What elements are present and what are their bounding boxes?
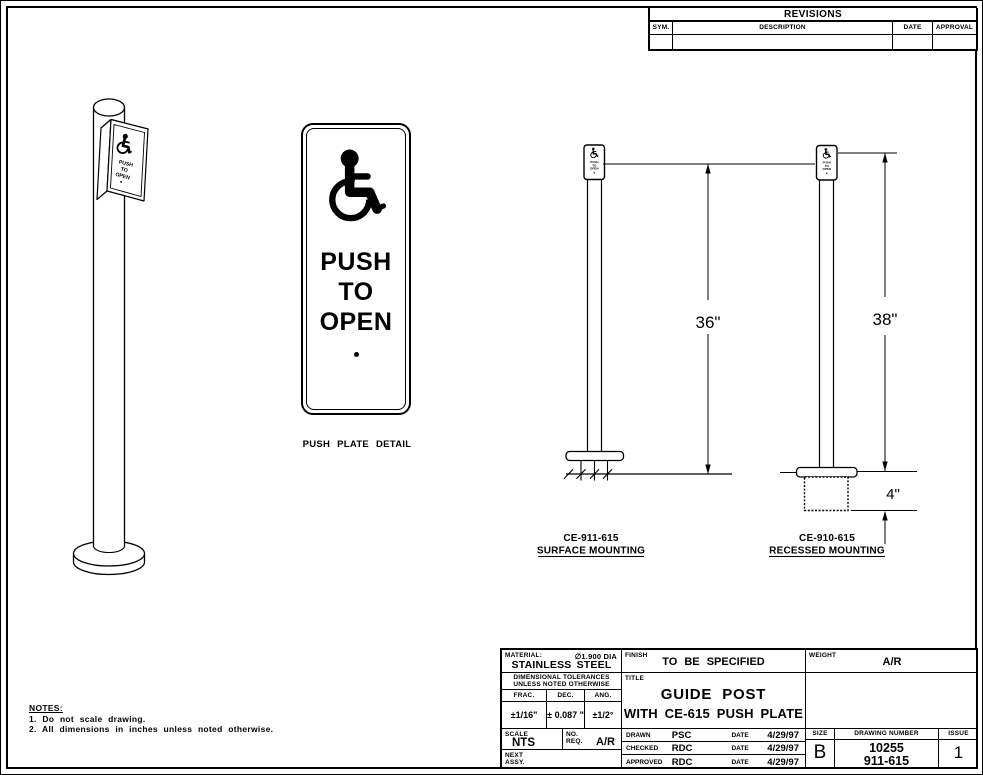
dimension-36: 36" bbox=[603, 163, 815, 474]
finish-cell: FINISH TO BE SPECIFIED bbox=[622, 650, 806, 673]
weight-cell: WEIGHT A/R bbox=[806, 650, 978, 673]
dec-header: DEC. bbox=[547, 690, 585, 702]
wheelchair-accessibility-icon bbox=[324, 149, 388, 225]
material-diameter: ∅1.900 DIA bbox=[574, 652, 617, 661]
revisions-col-sym: SYM. bbox=[650, 22, 673, 34]
note-item: 1. Do not scale drawing. bbox=[29, 714, 146, 724]
surface-base-flange bbox=[565, 450, 625, 462]
drawing-number-header: DRAWING NUMBER bbox=[835, 729, 939, 740]
sheet-border-frame bbox=[6, 6, 977, 769]
dimension-4: 4" bbox=[882, 486, 900, 544]
no-req-cell: NO. REQ. A/R bbox=[563, 729, 622, 750]
drawn-row: DRAWN PSC DATE 4/29/97 bbox=[622, 729, 806, 742]
plate-button-dot bbox=[353, 352, 359, 357]
frac-header: FRAC. bbox=[502, 690, 547, 702]
recessed-sleeve bbox=[803, 476, 849, 512]
svg-text:OPEN: OPEN bbox=[823, 167, 832, 171]
ang-header: ANG. bbox=[585, 690, 622, 702]
mounting-elevations: PUSH TO OPEN 36" PUSH TO OPEN bbox=[537, 144, 917, 558]
weight-value: A/R bbox=[882, 656, 902, 668]
notes-block: NOTES: 1. Do not scale drawing. 2. All d… bbox=[29, 703, 273, 734]
scale-cell: SCALE NTS bbox=[502, 729, 563, 750]
recessed-mounting-label: RECESSED MOUNTING bbox=[769, 546, 885, 557]
iso-plate-line-2: TO bbox=[120, 167, 128, 175]
no-req-value: A/R bbox=[596, 736, 615, 748]
size-header: SIZE bbox=[806, 729, 835, 740]
revisions-empty-row bbox=[650, 35, 976, 49]
recessed-collar-flange bbox=[795, 466, 858, 478]
push-plate-detail-caption: PUSH PLATE DETAIL bbox=[302, 439, 412, 450]
post-base-disc bbox=[72, 540, 146, 576]
material-value: STAINLESS STEEL bbox=[511, 659, 612, 671]
svg-text:TO: TO bbox=[825, 164, 830, 168]
note-item: 2. All dimensions in inches unless noted… bbox=[29, 724, 274, 734]
size-value-cell: B bbox=[806, 740, 835, 769]
revisions-col-date: DATE bbox=[893, 22, 933, 34]
recessed-model-label: CE-910-615 bbox=[799, 533, 855, 544]
tolerances-header-cell: DIMENSIONAL TOLERANCES UNLESS NOTED OTHE… bbox=[502, 673, 622, 690]
svg-text:PUSH: PUSH bbox=[823, 161, 831, 165]
svg-text:TO: TO bbox=[592, 163, 597, 167]
issue-header: ISSUE bbox=[939, 729, 978, 740]
drawing-number-cell: 10255 911-615 bbox=[835, 740, 939, 769]
title-cell: TITLE GUIDE POST WITH CE-615 PUSH PLATE bbox=[622, 673, 806, 729]
iso-plate-line-3: OPEN bbox=[115, 172, 131, 182]
surface-mounting-label: SURFACE MOUNTING bbox=[537, 546, 645, 557]
approved-row: APPROVED RDC DATE 4/29/97 bbox=[622, 755, 806, 769]
revisions-col-description: DESCRIPTION bbox=[673, 22, 893, 34]
surface-model-label: CE-911-615 bbox=[563, 533, 619, 544]
notes-heading: NOTES: bbox=[29, 703, 63, 713]
grade-lines bbox=[780, 471, 917, 473]
scale-value: NTS bbox=[512, 737, 535, 749]
iso-plate-line-1: PUSH bbox=[118, 159, 134, 168]
dec-value: ± 0.087 " bbox=[547, 702, 585, 729]
revisions-col-approval: APPROVAL bbox=[935, 24, 974, 31]
guide-post-isometric-view: PUSH TO OPEN bbox=[72, 98, 149, 576]
issue-value: 1 bbox=[953, 743, 964, 762]
anchor-bolts bbox=[580, 460, 609, 481]
drawing-title-line2: WITH CE-615 PUSH PLATE bbox=[623, 706, 804, 721]
push-button-housing: PUSH TO OPEN bbox=[96, 118, 149, 202]
title-spare-cell bbox=[806, 673, 978, 729]
issue-value-cell: 1 bbox=[939, 740, 978, 769]
material-cell: MATERIAL: ∅1.900 DIA STAINLESS STEEL bbox=[502, 650, 622, 673]
title-block: MATERIAL: ∅1.900 DIA STAINLESS STEEL FIN… bbox=[500, 648, 978, 769]
dim-38-label: 38" bbox=[873, 310, 898, 329]
dimension-38: 38" bbox=[838, 152, 898, 471]
ground-hatch bbox=[563, 468, 613, 480]
revisions-header-row: SYM. DESCRIPTION DATE APPROVAL bbox=[650, 22, 976, 35]
next-assy-cell: NEXT ASSY. bbox=[502, 750, 622, 769]
push-to-open-text: PUSH TO OPEN bbox=[319, 248, 393, 336]
surface-mounting-post: PUSH TO OPEN bbox=[563, 144, 732, 481]
svg-text:PUSH: PUSH bbox=[590, 160, 598, 164]
revisions-table: REVISIONS SYM. DESCRIPTION DATE APPROVAL bbox=[648, 8, 978, 51]
frac-value: ±1/16" bbox=[502, 702, 547, 729]
push-plate-face: PUSH TO OPEN bbox=[306, 128, 406, 410]
recessed-mounting-post: PUSH TO OPEN bbox=[780, 144, 917, 512]
dim-4-label: 4" bbox=[886, 486, 900, 503]
dim-36-label: 36" bbox=[696, 313, 721, 332]
drawing-title-line1: GUIDE POST bbox=[660, 686, 767, 703]
revisions-title: REVISIONS bbox=[650, 8, 976, 22]
ang-value: ±1/2° bbox=[585, 702, 622, 729]
push-plate-detail: PUSH TO OPEN bbox=[301, 123, 411, 415]
svg-text:OPEN: OPEN bbox=[590, 167, 599, 171]
size-value: B bbox=[813, 742, 827, 763]
checked-row: CHECKED RDC DATE 4/29/97 bbox=[622, 742, 806, 755]
finish-value: TO BE SPECIFIED bbox=[662, 656, 765, 668]
